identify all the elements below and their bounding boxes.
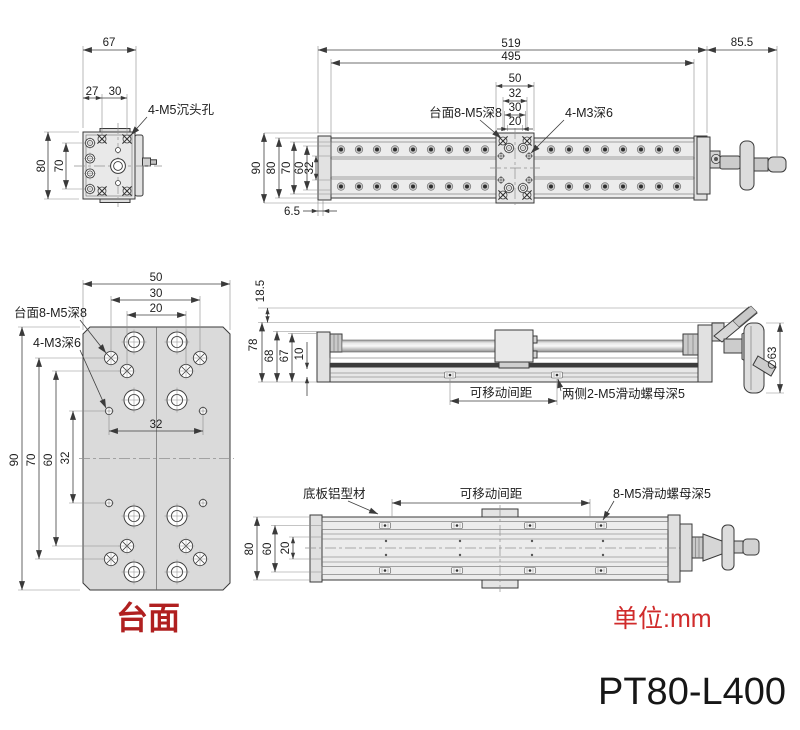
dim-v60: 60 xyxy=(294,162,306,175)
tv-dim-90: 90 xyxy=(9,454,21,467)
tv-note-m5: 台面8-M5深8 xyxy=(14,305,87,320)
end-view: 67 27 30 80 70 4-M5沉头孔 xyxy=(36,37,214,207)
dim-50: 50 xyxy=(509,73,522,85)
dim-v80: 80 xyxy=(266,162,278,175)
bv-nut-note: 8-M5滑动螺母深5 xyxy=(613,487,711,501)
sv-travel-label: 可移动间距 xyxy=(470,386,533,400)
dim-67: 67 xyxy=(103,37,116,49)
sv-dim-10: 10 xyxy=(294,348,306,361)
tv-dim-32v: 32 xyxy=(60,452,72,465)
note-counterbore: 4-M5沉头孔 xyxy=(148,103,214,117)
base-rail-side xyxy=(329,366,699,383)
dim-6-5: 6.5 xyxy=(284,206,300,218)
top-plan-view: 519 495 85.5 50 32 30 20 台面8-M5深8 4-M3深6… xyxy=(251,37,787,218)
end-view-holes xyxy=(83,133,133,197)
sv-dim-68: 68 xyxy=(264,350,276,363)
slot-nut-left xyxy=(444,371,456,379)
sv-dim-67: 67 xyxy=(279,350,291,363)
side-endplate-left xyxy=(316,331,331,383)
bv-dim-60: 60 xyxy=(262,543,274,556)
dim-27: 27 xyxy=(86,86,99,98)
bv-base-note: 底板铝型材 xyxy=(303,486,366,501)
dim-20: 20 xyxy=(509,116,522,128)
tv-dim-30: 30 xyxy=(150,288,163,300)
dim-30b: 30 xyxy=(509,102,522,114)
tv-dim-60: 60 xyxy=(43,454,55,467)
tv-dim-32h: 32 xyxy=(150,419,163,431)
bottom-view: 80 60 20 底板铝型材 可移动间距 8-M5滑动螺母深5 xyxy=(244,486,760,592)
end-view-flange xyxy=(134,134,144,197)
handwheel-edge xyxy=(739,140,755,191)
dim-v90: 90 xyxy=(251,162,263,175)
crank-top-view xyxy=(696,136,787,195)
table-plate-view: 50 30 20 32 90 70 60 32 台面8-M5深8 4-M3深6 xyxy=(9,272,234,636)
table-caption: 台面 xyxy=(116,600,180,636)
tv-dim-70: 70 xyxy=(26,454,38,467)
crank-knob-side xyxy=(752,355,777,377)
dim-70: 70 xyxy=(54,160,66,173)
note-m3-top: 4-M3深6 xyxy=(565,106,613,120)
tv-note-m3: 4-M3深6 xyxy=(33,336,81,350)
unit-label: 单位:mm xyxy=(613,605,712,633)
dim-v70: 70 xyxy=(281,162,293,175)
dim-495: 495 xyxy=(501,51,520,63)
sv-nut-note: 两侧2-M5滑动螺母深5 xyxy=(562,387,685,401)
tv-dim-50: 50 xyxy=(150,272,163,284)
rail-endcap-left xyxy=(317,135,332,201)
crank-bottom-view xyxy=(679,523,760,572)
handwheel-side xyxy=(743,322,765,394)
model-number: PT80-L400 xyxy=(598,671,786,713)
bv-travel-label: 可移动间距 xyxy=(460,487,523,501)
bv-dim-20: 20 xyxy=(280,542,292,555)
crank-knob xyxy=(767,156,787,173)
sv-dim-18-5: 18.5 xyxy=(255,280,267,302)
side-view: 18.5 78 68 67 10 ∅63 可移动间距 两侧2-M5滑动螺母深5 xyxy=(248,280,784,405)
dim-85-5: 85.5 xyxy=(731,37,753,49)
slot-nut-right xyxy=(551,371,563,379)
side-endplate-right xyxy=(697,324,713,383)
dim-v32: 32 xyxy=(304,162,316,175)
crank-side-view xyxy=(682,305,777,394)
end-view-shaft xyxy=(142,157,151,167)
base-plate-bottom xyxy=(309,516,681,581)
carriage-side-view xyxy=(494,329,534,363)
dim-32: 32 xyxy=(509,88,522,100)
dim-80: 80 xyxy=(36,160,48,173)
bv-dim-80: 80 xyxy=(244,543,256,556)
tv-dim-20: 20 xyxy=(150,303,163,315)
leader-counterbore xyxy=(130,116,148,136)
crank-shaft xyxy=(719,155,741,170)
note-table-holes-top: 台面8-M5深8 xyxy=(429,105,502,120)
sv-dim-dia63: ∅63 xyxy=(767,347,779,370)
dim-519: 519 xyxy=(501,38,520,50)
bottom-slot-nuts xyxy=(379,522,607,574)
carriage-holes xyxy=(490,128,540,208)
sv-dim-78: 78 xyxy=(248,339,260,352)
dim-30: 30 xyxy=(109,86,122,98)
